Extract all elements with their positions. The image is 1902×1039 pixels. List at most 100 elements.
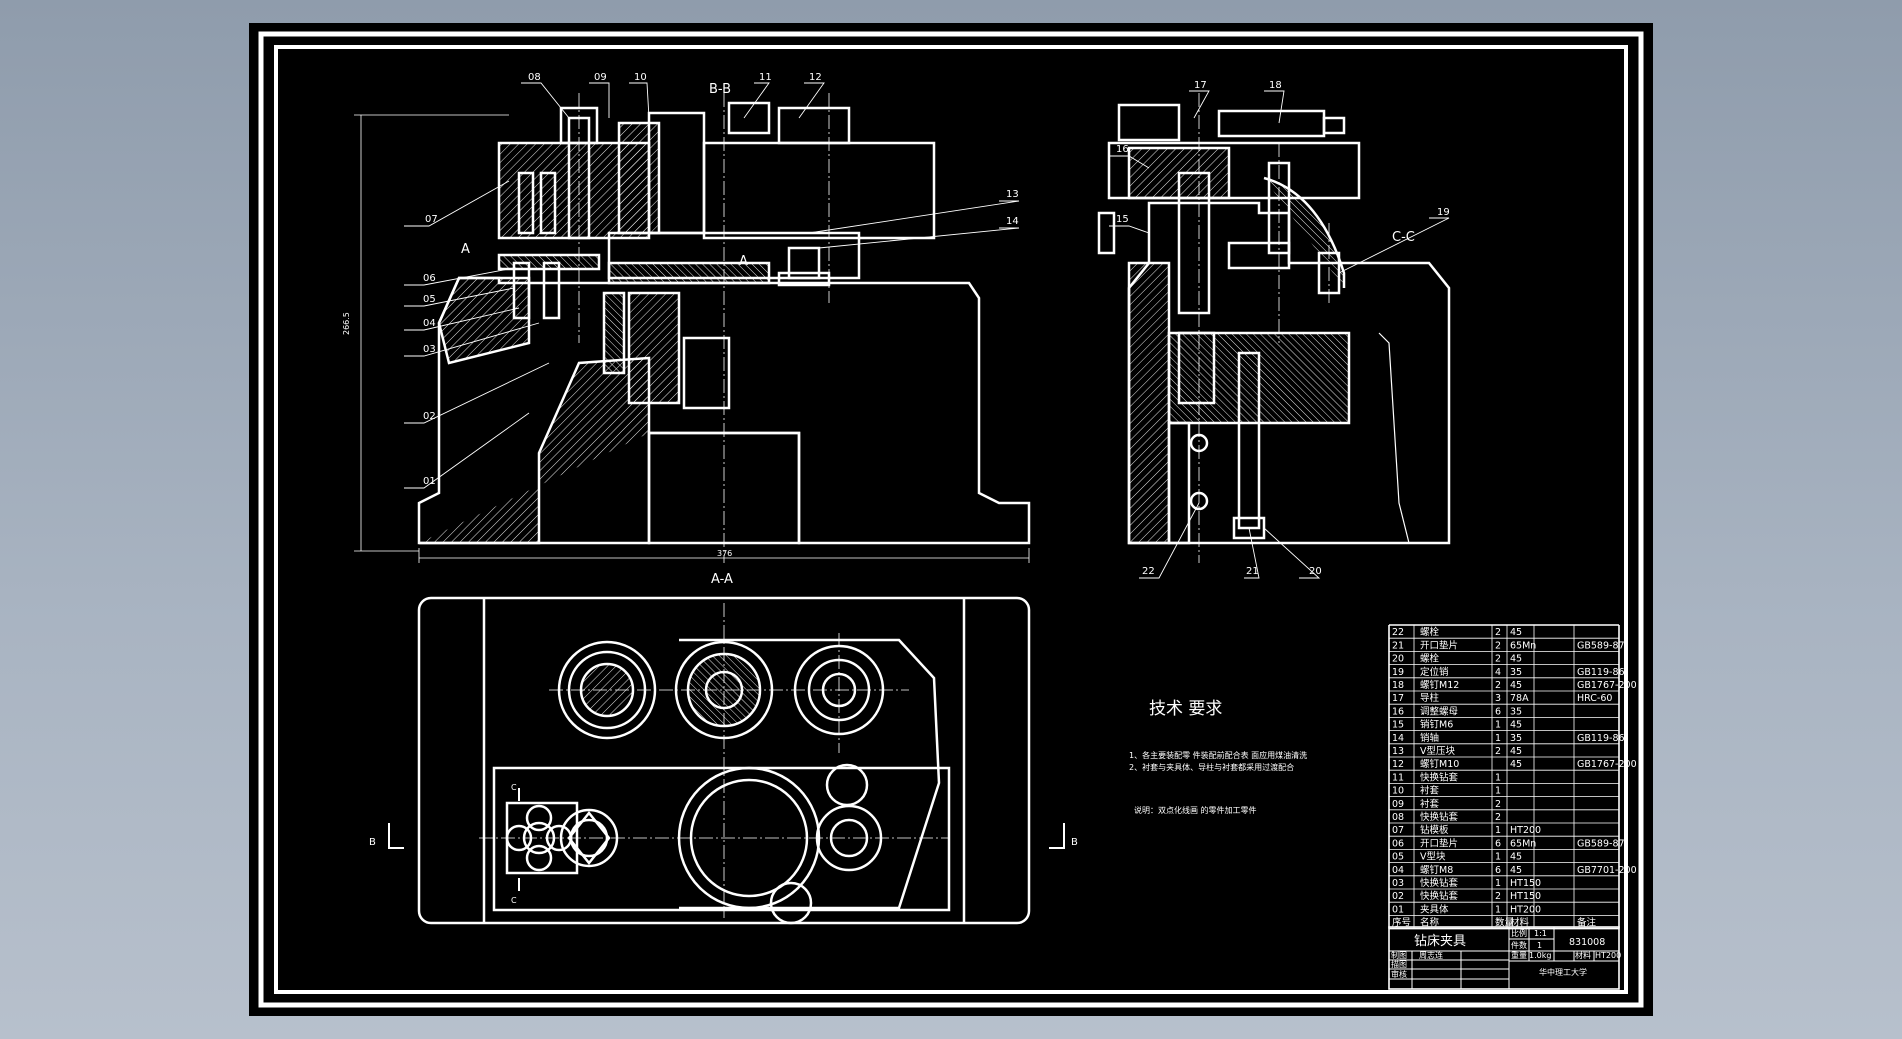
- bom-cell: GB589-87: [1577, 640, 1625, 651]
- balloon-01: 01: [423, 476, 436, 487]
- technical-requirement-2: 2、衬套与夹具体、导柱与衬套都采用过渡配合: [1129, 762, 1294, 772]
- bom-cell: 销轴: [1420, 732, 1439, 744]
- bom-cell: 螺栓: [1420, 626, 1440, 638]
- bom-cell: 定位销: [1420, 666, 1449, 678]
- balloon-07: 07: [425, 214, 438, 225]
- bom-cell: 13: [1392, 746, 1404, 757]
- balloon-21: 21: [1246, 566, 1259, 577]
- balloon-22: 22: [1142, 566, 1155, 577]
- balloon-14: 14: [1006, 216, 1019, 227]
- bom-cell: 05: [1392, 852, 1404, 863]
- title-block-material-label: 材料: [1575, 950, 1591, 960]
- bom-cell: 45: [1510, 654, 1522, 665]
- bom-header-cell: 序号: [1392, 917, 1411, 929]
- bom-cell: 3: [1495, 693, 1501, 704]
- bom-cell: HT200: [1510, 825, 1541, 836]
- section-cc-label: C-C: [1392, 230, 1415, 245]
- bom-cell: 12: [1392, 759, 1404, 770]
- bom-cell: 17: [1392, 693, 1404, 704]
- bom-cell: 6: [1495, 865, 1501, 876]
- bom-cell: 6: [1495, 706, 1501, 717]
- bom-header-cell: 名称: [1420, 917, 1440, 929]
- bom-cell: 06: [1392, 838, 1404, 849]
- inner-border: [274, 45, 1628, 994]
- bom-cell: 35: [1510, 733, 1522, 744]
- bom-cell: 调整螺母: [1420, 705, 1458, 717]
- section-b-marks: [388, 788, 1065, 891]
- bom-cell: 1: [1495, 720, 1501, 731]
- plan-centerlines: [479, 603, 949, 918]
- balloon-04: 04: [423, 318, 436, 329]
- front-dimensions: [354, 114, 1030, 563]
- side-view: [1097, 103, 1451, 545]
- bom-cell: GB7701-200: [1577, 865, 1637, 876]
- cad-drawing: 266.5 376 B-B A A 08 09 10 11 12 07 13 1…: [258, 31, 1644, 1008]
- bom-cell: 4: [1495, 667, 1501, 678]
- balloon-12: 12: [809, 72, 822, 83]
- bom-cell: 08: [1392, 812, 1404, 823]
- section-a-mark-left: A: [461, 242, 470, 257]
- bom-cell: GB589-87: [1577, 838, 1625, 849]
- bom-cell: 2: [1495, 812, 1501, 823]
- section-aa-label: A-A: [711, 572, 733, 587]
- bom-cell: 开口垫片: [1420, 639, 1458, 651]
- bom-cell: GB119-86: [1577, 667, 1625, 678]
- balloon-06: 06: [423, 273, 436, 284]
- outer-border: [258, 31, 1644, 1008]
- title-block-name: 钻床夹具: [1414, 934, 1466, 949]
- bom-cell: 1: [1495, 786, 1501, 797]
- bom-cell: 45: [1510, 680, 1522, 691]
- title-block-drawing-number: 831008: [1569, 937, 1605, 948]
- front-centerlines: [578, 93, 830, 563]
- width-dimension: 376: [717, 549, 732, 558]
- bom-cell: 1: [1495, 733, 1501, 744]
- bom-cell: 快换钻套: [1420, 877, 1459, 889]
- bom-cell: 钻模板: [1420, 824, 1449, 836]
- front-view: [417, 101, 1031, 545]
- height-dimension: 266.5: [342, 312, 351, 335]
- bom-cell: 18: [1392, 680, 1404, 691]
- title-block-weight-label: 重量: [1511, 950, 1527, 960]
- bom-cell: 1: [1495, 904, 1501, 915]
- bom-cell: 45: [1510, 865, 1522, 876]
- title-block-designer-label: 制图: [1391, 950, 1407, 960]
- balloon-11: 11: [759, 72, 772, 83]
- bom-cell: 45: [1510, 759, 1522, 770]
- section-a-mark-right: A: [739, 254, 748, 269]
- bom-cell: 01: [1392, 904, 1404, 915]
- title-block-scale-label: 比例: [1511, 928, 1527, 938]
- bom-cell: 45: [1510, 720, 1522, 731]
- section-b-mark-right: B: [1071, 837, 1078, 848]
- section-c-mark-bottom: C: [511, 896, 517, 905]
- title-block-material-value: HT200: [1595, 951, 1621, 960]
- bom-cell: 10: [1392, 786, 1404, 797]
- bom-cell: 2: [1495, 746, 1501, 757]
- bom-cell: 2: [1495, 799, 1501, 810]
- bom-cell: 衬套: [1420, 785, 1440, 797]
- bom-cell: GB119-86: [1577, 733, 1625, 744]
- technical-requirements-title: 技术 要求: [1149, 699, 1222, 719]
- bom-cell: 19: [1392, 667, 1404, 678]
- bom-header-cell: 材料: [1510, 917, 1530, 929]
- title-block: [1388, 926, 1620, 990]
- bom-cell: 1: [1495, 825, 1501, 836]
- bom-cell: HT200: [1510, 904, 1541, 915]
- bom-cell: 35: [1510, 667, 1522, 678]
- section-b-mark-left: B: [369, 837, 376, 848]
- bom-cell: 螺钉M10: [1420, 759, 1459, 770]
- bom-cell: 45: [1510, 627, 1522, 638]
- title-block-checker-label: 描图: [1391, 959, 1407, 969]
- bom-cell: 11: [1392, 772, 1404, 783]
- bom-cell: 1: [1495, 878, 1501, 889]
- bom-cell: 45: [1510, 746, 1522, 757]
- balloon-20: 20: [1309, 566, 1322, 577]
- bom-cell: 02: [1392, 891, 1404, 902]
- bom-cell: 销钉M6: [1420, 719, 1453, 731]
- balloon-19: 19: [1437, 207, 1450, 218]
- bom-header-cell: 备注: [1577, 917, 1597, 929]
- bom-cell: 20: [1392, 654, 1404, 665]
- bom-cell: 78A: [1510, 693, 1529, 704]
- bom-cell: 65Mn: [1510, 838, 1536, 849]
- side-leaders: [1109, 90, 1450, 579]
